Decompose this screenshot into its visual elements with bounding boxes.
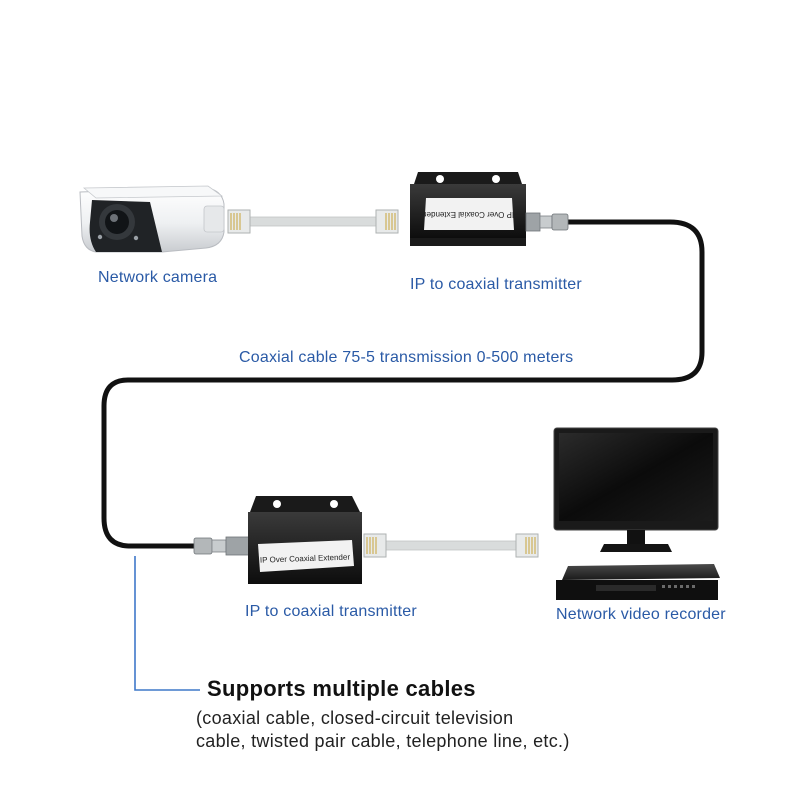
note-leader-line: [134, 556, 200, 691]
bnc-connector-top: [525, 212, 569, 232]
note-line-2: cable, twisted pair cable, telephone lin…: [196, 731, 570, 751]
network-video-recorder-device: [556, 564, 720, 600]
note-line-1: (coaxial cable, closed-circuit televisio…: [196, 708, 514, 728]
note-title: Supports multiple cables: [207, 676, 476, 701]
transmitter-bottom-label: IP to coaxial transmitter: [245, 603, 417, 620]
extender-top-label: IP Over Coaxial Extender: [424, 210, 514, 219]
transmitter-top-device: IP Over Coaxial Extender: [410, 172, 526, 246]
coaxial-cable-label: Coaxial cable 75-5 transmission 0-500 me…: [239, 349, 574, 366]
network-camera: [79, 185, 225, 253]
bnc-connector-bottom: [193, 536, 251, 556]
monitor: [553, 427, 719, 552]
network-video-recorder-label: Network video recorder: [556, 606, 726, 623]
transmitter-top-label: IP to coaxial transmitter: [410, 276, 582, 293]
extender-bottom-label: IP Over Coaxial Extender: [260, 553, 351, 565]
coaxial-cable: [101, 219, 705, 549]
network-camera-label: Network camera: [98, 269, 218, 286]
ethernet-cable-top: [227, 209, 399, 234]
transmitter-bottom-device: IP Over Coaxial Extender: [248, 496, 362, 584]
ethernet-cable-bottom: [363, 533, 539, 558]
